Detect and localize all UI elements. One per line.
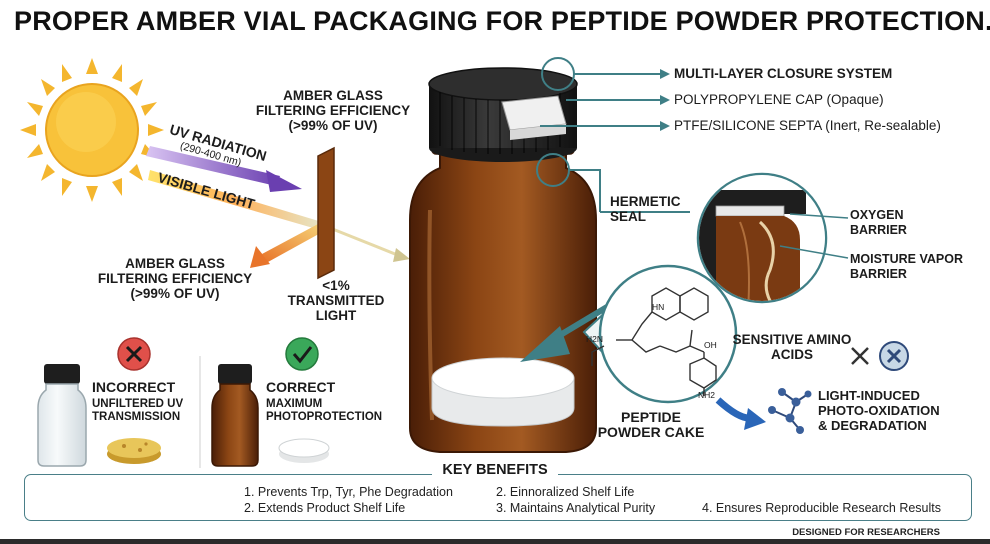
oxygen-callout-line — [789, 213, 849, 219]
clear-vial-icon — [37, 364, 87, 467]
molecule-structure — [591, 287, 717, 396]
degraded-powder-icon — [107, 438, 161, 464]
x-mark-icon — [851, 347, 869, 365]
moisture-barrier-label: MOISTURE VAPOR BARRIER — [850, 252, 963, 281]
page-title: PROPER AMBER VIAL PACKAGING FOR PEPTIDE … — [14, 6, 990, 36]
correct-icon — [285, 337, 319, 371]
correct-description: MAXIMUM PHOTOPROTECTION — [266, 398, 383, 423]
incorrect-description: UNFILTERED UV TRANSMISSION — [92, 398, 184, 423]
uv-arrow-head — [266, 170, 302, 192]
amber-vial-small-icon — [211, 364, 259, 467]
vial-cap — [428, 67, 578, 162]
reflected-beam — [262, 224, 326, 262]
uv-beam — [146, 146, 280, 186]
hermetic-seal-label: HERMETIC SEAL — [610, 194, 681, 224]
closure-system-heading: MULTI-LAYER CLOSURE SYSTEM — [674, 66, 893, 81]
molecule-fragments-icon — [768, 388, 812, 434]
bottom-strip — [0, 539, 990, 544]
molecule-magnifier — [520, 264, 738, 404]
incorrect-title: INCORRECT — [92, 379, 176, 395]
callout-lines — [540, 73, 690, 213]
benefit-item: 2. Einnoralized Shelf Life — [496, 485, 635, 499]
moisture-callout-line — [779, 245, 849, 259]
sun-icon — [20, 58, 164, 202]
filter-efficiency-left-label: AMBER GLASS FILTERING EFFICIENCY (>99% O… — [97, 256, 253, 301]
ptfe-septa-label: PTFE/SILICONE SEPTA (Inert, Re-sealable) — [674, 118, 941, 133]
footer-credit: DESIGNED FOR RESEARCHERS — [792, 527, 940, 538]
benefit-item: 4. Ensures Reproducible Research Results — [702, 501, 942, 515]
incorrect-icon — [117, 337, 151, 371]
transmitted-arrow — [393, 248, 410, 262]
sensitive-amino-acids-label: SENSITIVE AMINO ACIDS — [732, 332, 852, 362]
benefit-item: 1. Prevents Trp, Tyr, Phe Degradation — [244, 485, 453, 499]
intact-powder-icon — [278, 438, 330, 463]
key-benefits-heading: KEY BENEFITS — [0, 462, 990, 478]
peptide-cake-label: PEPTIDE POWDER CAKE — [597, 409, 705, 440]
polypropylene-cap-label: POLYPROPYLENE CAP (Opaque) — [674, 92, 884, 107]
visible-beam — [148, 170, 322, 230]
photo-oxidation-label: LIGHT-INDUCED PHOTO-OXIDATION & DEGRADAT… — [818, 388, 940, 433]
blocked-badge-icon — [879, 341, 909, 371]
molecule-oh-label: OH — [704, 340, 717, 350]
transmitted-line — [329, 226, 401, 258]
reflected-arrow — [250, 246, 270, 268]
amber-glass-pane — [317, 146, 335, 280]
benefit-item: 3. Maintains Analytical Purity — [496, 501, 656, 515]
peptide-cake — [431, 357, 575, 427]
transmitted-light-label: <1% TRANSMITTED LIGHT — [287, 278, 385, 323]
filter-efficiency-top-label: AMBER GLASS FILTERING EFFICIENCY (>99% O… — [255, 88, 411, 133]
molecule-h2n-label: H2N — [586, 334, 604, 344]
seal-detail-zoom — [696, 172, 828, 304]
benefit-item: 2. Extends Product Shelf Life — [244, 501, 406, 515]
molecule-nh2-label: NH2 — [698, 390, 716, 400]
correct-title: CORRECT — [266, 379, 336, 395]
oxygen-barrier-label: OXYGEN BARRIER — [850, 208, 907, 237]
molecule-hn-label: HN — [652, 302, 665, 312]
